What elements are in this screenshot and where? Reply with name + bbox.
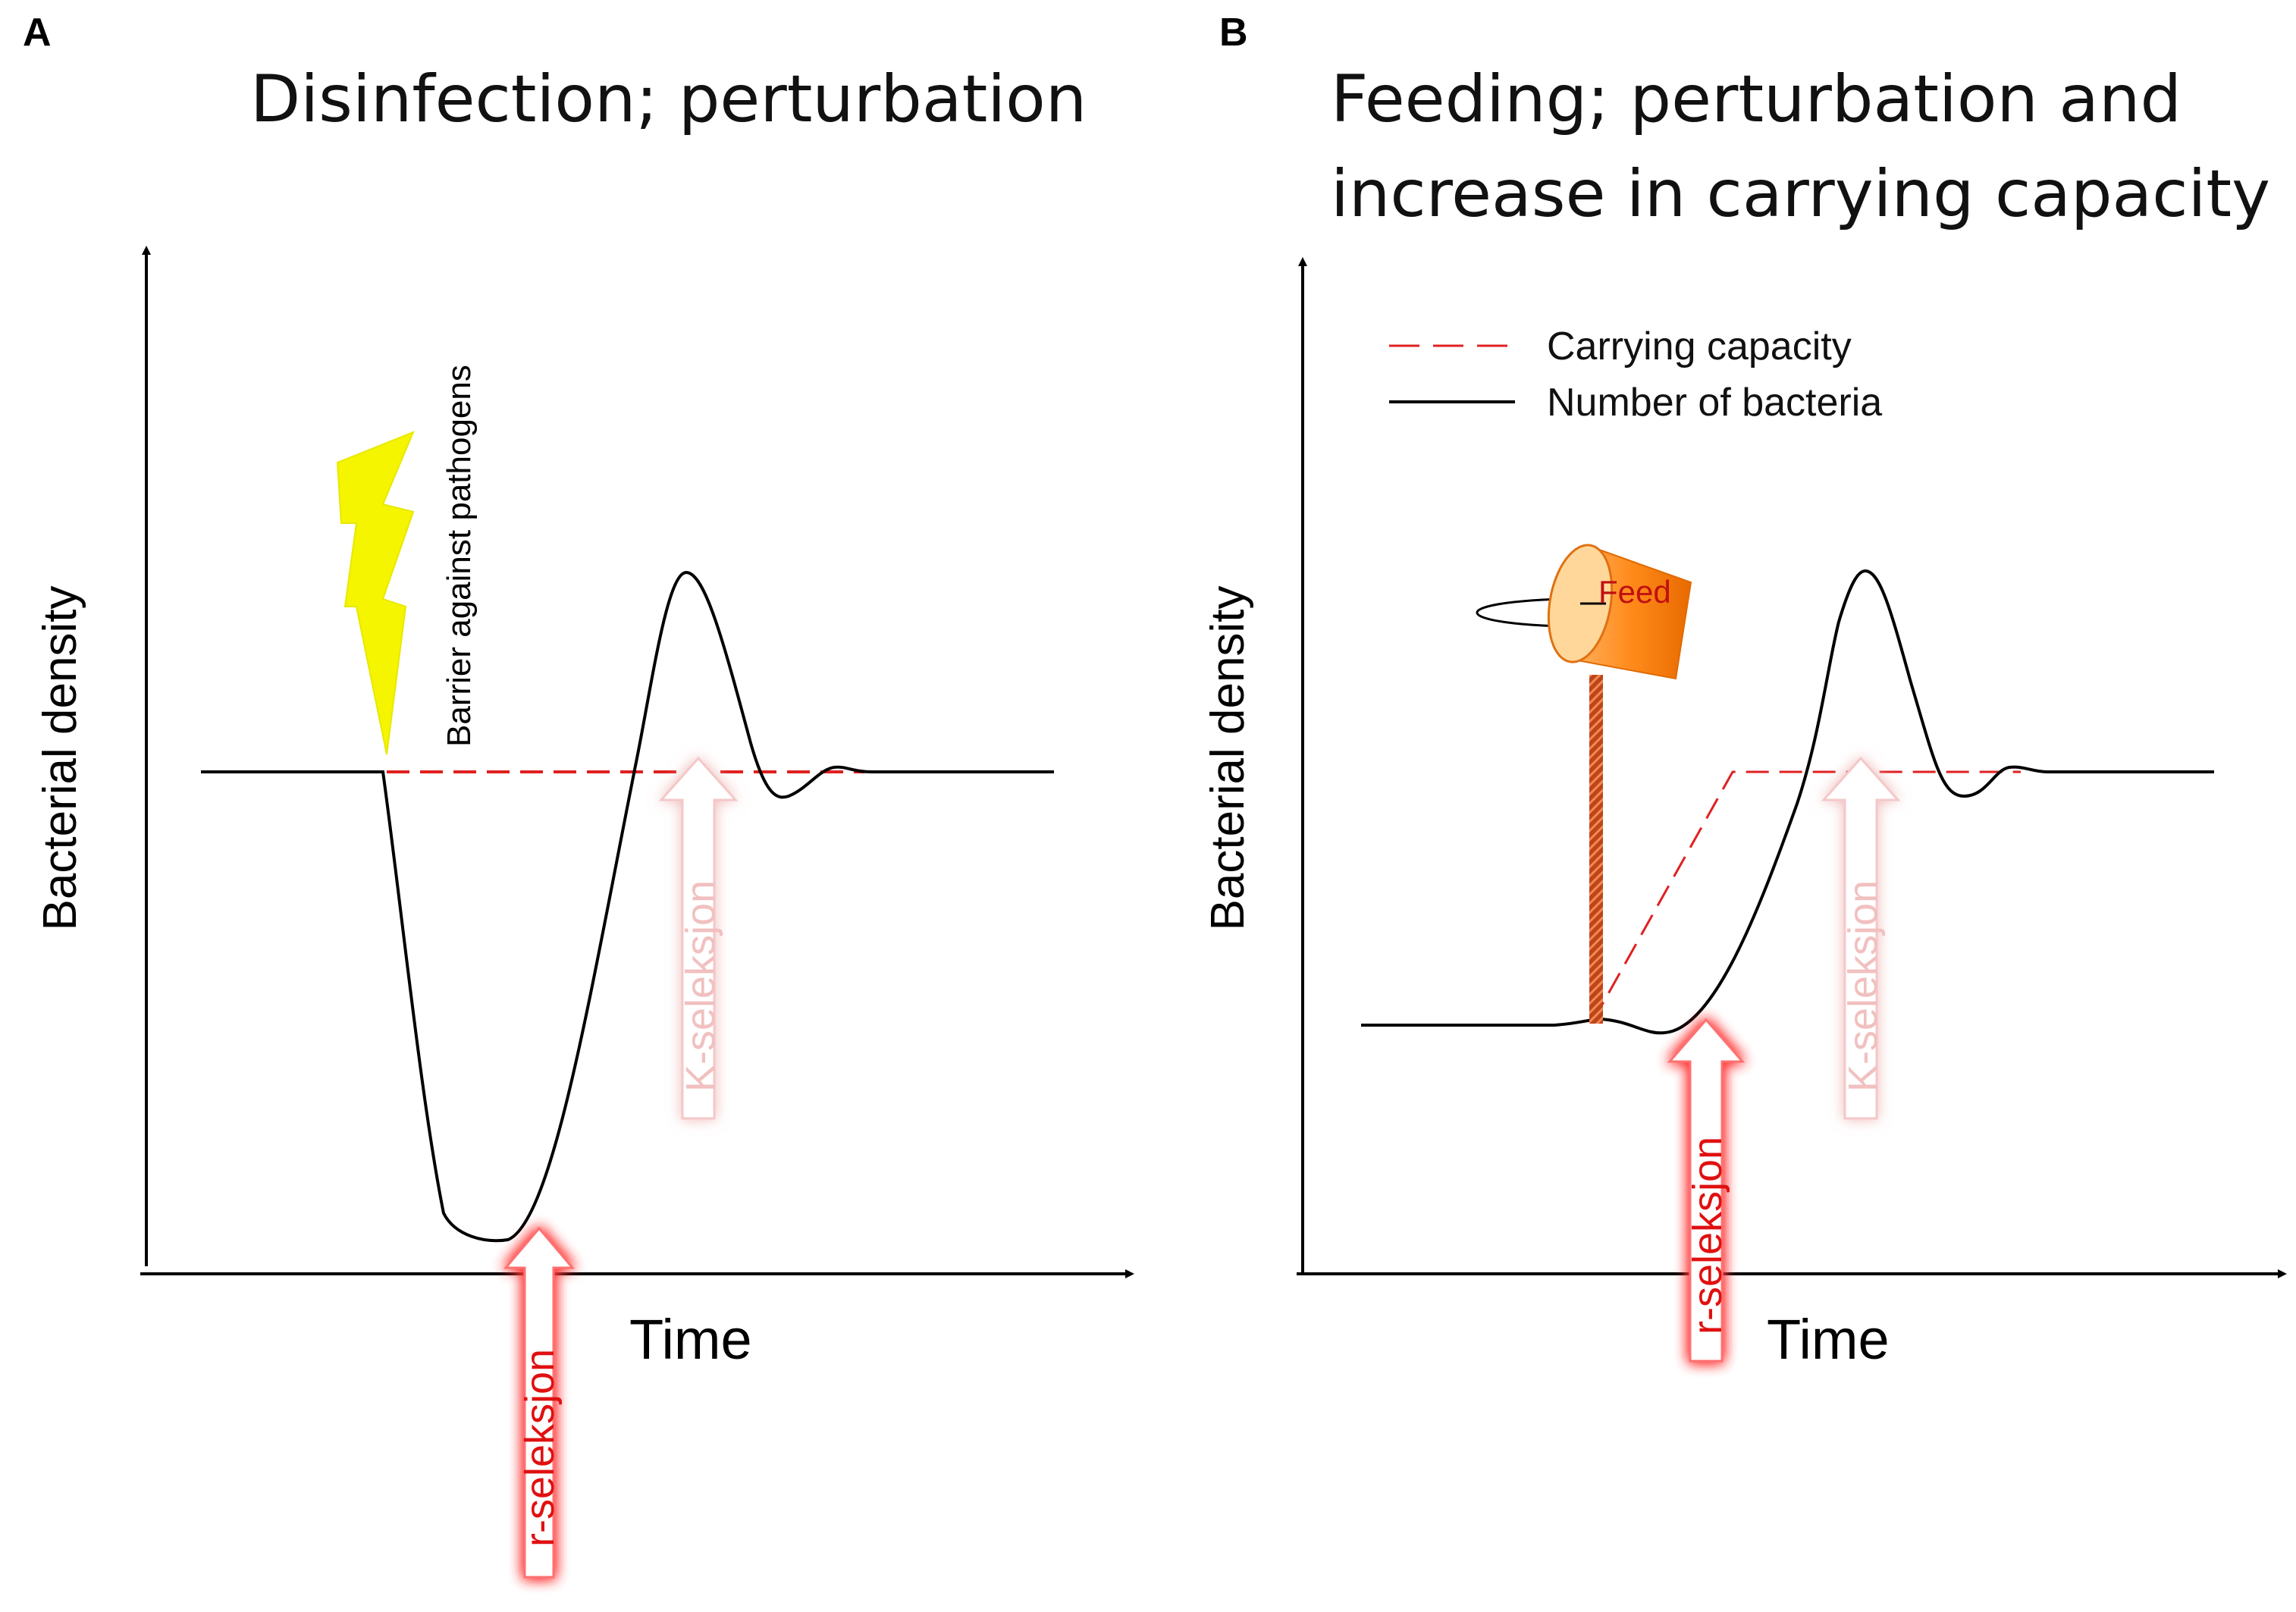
panel-a-bacteria-curve [201, 570, 1054, 1243]
panel-b-title-line2: increase in carrying capacity [1331, 156, 2270, 232]
panel-b-title-line1: Feeding; perturbation and [1331, 61, 2182, 137]
panel-a-y-label: Bacterial density [34, 586, 86, 931]
legend-carrying-capacity-label: Carrying capacity [1547, 325, 1852, 369]
panel-a: A Disinfection; perturbation Bacterial d… [23, 11, 1134, 1579]
panel-b-k-arrow-label: K-seleksjon [1840, 880, 1886, 1092]
panel-b-r-arrow-label: r-seleksjon [1685, 1137, 1730, 1334]
panel-a-k-arrow [658, 756, 739, 1120]
panel-b-r-arrow [1667, 1018, 1746, 1363]
feed-label: Feed [1598, 574, 1671, 610]
panel-b-letter: B [1219, 11, 1248, 55]
lightning-bolt-icon [336, 431, 415, 755]
panel-a-title: Disinfection; perturbation [250, 61, 1087, 137]
feed-stream [1589, 675, 1603, 1024]
panel-a-barrier-label: Barrier against pathogens [441, 365, 478, 747]
panel-a-r-arrow [503, 1226, 576, 1579]
panel-a-x-label: Time [629, 1308, 752, 1371]
panel-a-k-arrow-label: K-seleksjon [678, 880, 723, 1092]
panel-a-r-arrow-label: r-seleksjon [517, 1349, 563, 1547]
panel-b-carrying-capacity-line [1591, 770, 2021, 1023]
panel-a-letter: A [23, 11, 52, 55]
panel-b-x-label: Time [1767, 1308, 1890, 1371]
panel-b-y-label: Bacterial density [1202, 586, 1254, 931]
panel-b-legend: Carrying capacity Number of bacteria [1389, 325, 1882, 425]
panel-b: B Feeding; perturbation and increase in … [1202, 11, 2287, 1371]
feed-bucket-icon [1476, 544, 1692, 680]
legend-number-of-bacteria-label: Number of bacteria [1547, 381, 1882, 425]
panel-b-k-arrow [1821, 756, 1901, 1120]
panel-b-bacteria-curve [1361, 569, 2214, 1035]
